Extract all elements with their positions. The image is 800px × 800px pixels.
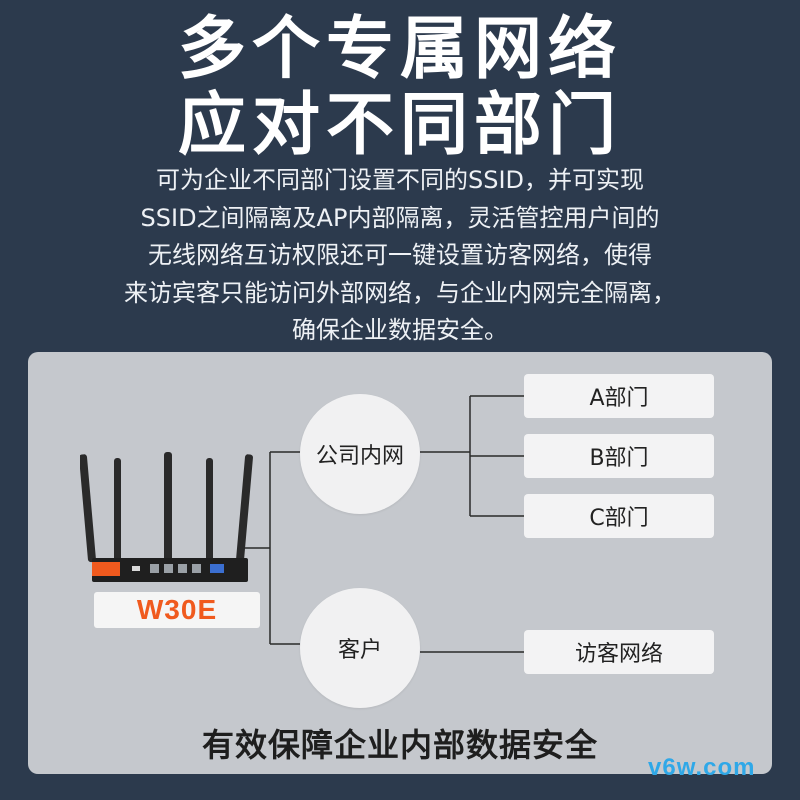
router-model-label: W30E <box>94 592 260 628</box>
description-line: 确保企业数据安全。 <box>292 316 508 344</box>
watermark: v6w.com <box>648 754 756 781</box>
security-slogan: 有效保障企业内部数据安全 <box>201 726 598 764</box>
department-c-box: C部门 <box>524 494 714 538</box>
router-icon <box>80 452 253 582</box>
connector-lines <box>244 395 524 653</box>
department-b-box: B部门 <box>524 434 714 478</box>
headline-line-2: 应对不同部门 <box>177 86 622 165</box>
description-line: 可为企业不同部门设置不同的SSID，并可实现 <box>155 166 645 194</box>
guest-network-box: 访客网络 <box>524 630 714 674</box>
description-line: SSID之间隔离及AP内部隔离，灵活管控用户间的 <box>140 203 660 232</box>
headline-line-1: 多个专属网络 <box>177 10 622 89</box>
department-a-box: A部门 <box>524 374 714 418</box>
description-line: 来访宾客只能访问外部网络，与企业内网完全隔离， <box>124 278 676 307</box>
guest-node: 客户 <box>300 588 420 708</box>
network-diagram-panel: W30E 公司内网 客户 A部门 B部门 C部门 访客网络 有效保障企业内部数据… <box>28 352 772 774</box>
description-line: 无线网络互访权限还可一键设置访客网络，使得 <box>148 241 652 269</box>
intranet-node: 公司内网 <box>300 394 420 514</box>
description: 可为企业不同部门设置不同的SSID，并可实现 SSID之间隔离及AP内部隔离，灵… <box>0 162 800 350</box>
